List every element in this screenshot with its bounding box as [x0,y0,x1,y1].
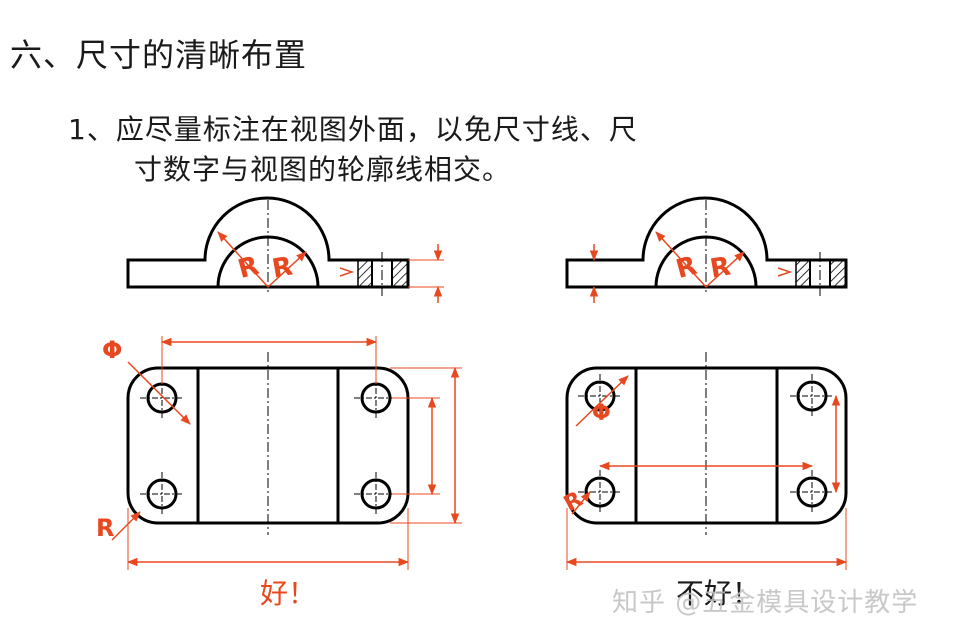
good-top-view: Φ R [96,336,462,570]
point-text-line-1: 1、应尽量标注在视图外面，以免尺寸线、尺 [68,113,638,146]
bad-front-view: R R [565,196,848,303]
bad-diameter-label: Φ [592,401,611,426]
diameter-label: Φ [102,336,122,364]
good-example-label: 好！ [260,577,317,610]
bad-radius-label-inner: R [708,251,733,284]
radius-label-inner: R [270,251,295,284]
good-front-view: R R [126,196,444,303]
radius-label-outer: R [235,251,262,285]
section-title: 六、尺寸的清晰布置 [10,36,308,74]
corner-radius-label: R [96,514,114,542]
bad-top-view: Φ R [560,352,848,570]
bad-radius-label-outer: R [673,251,700,285]
bad-corner-radius-label: R [560,487,587,517]
point-text-line-2: 寸数字与视图的轮廓线相交。 [134,153,512,186]
watermark-text: 知乎 @五金模具设计教学 [612,588,919,618]
bad-example-label: 不好！ [676,577,761,610]
